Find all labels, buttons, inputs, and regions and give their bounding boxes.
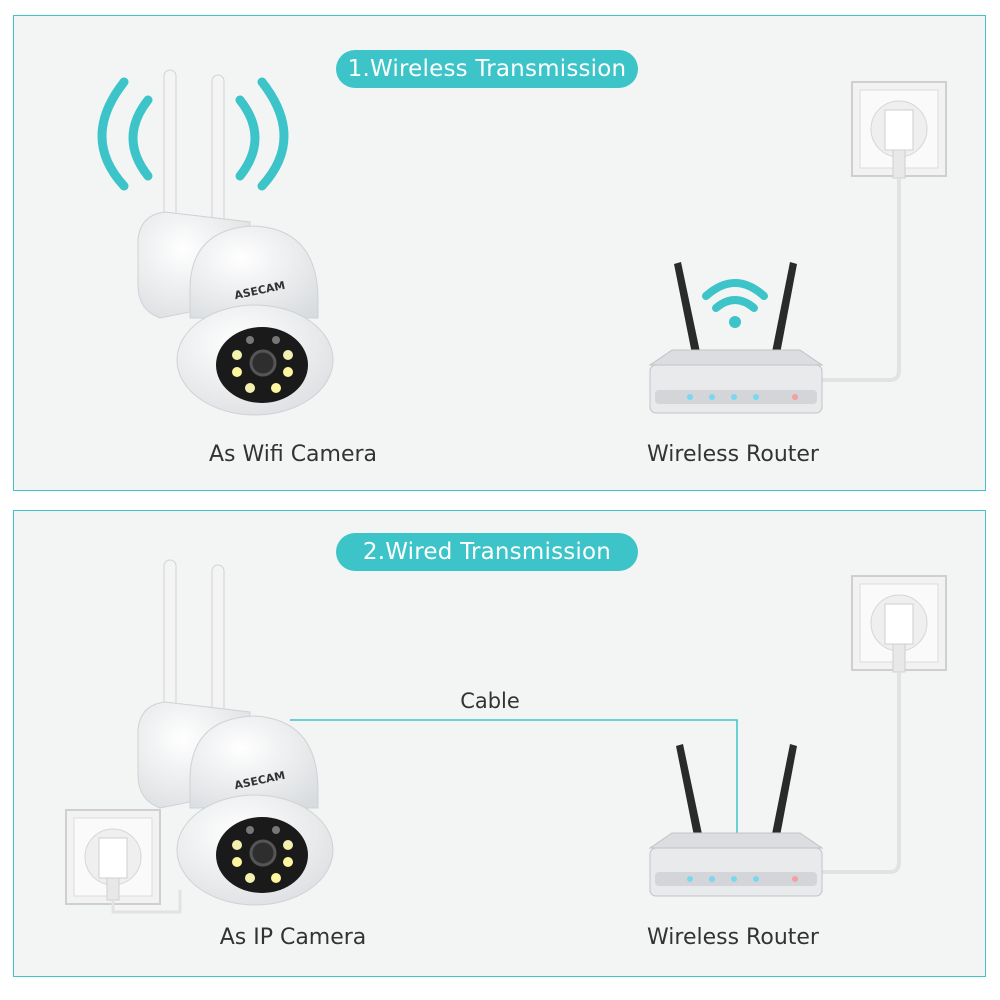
wifi-camera-caption: As Wifi Camera — [208, 442, 378, 467]
wireless-router-caption: Wireless Router — [647, 442, 819, 467]
wired-title-pill: 2.Wired Transmission — [336, 533, 638, 571]
wireless-title-pill: 1.Wireless Transmission — [336, 50, 638, 88]
ip-camera-caption: As IP Camera — [219, 925, 367, 950]
wireless-router-caption: Wireless Router — [647, 925, 819, 950]
cable-label: Cable — [460, 689, 520, 713]
